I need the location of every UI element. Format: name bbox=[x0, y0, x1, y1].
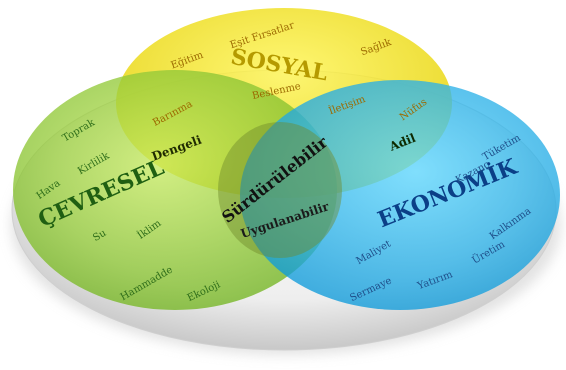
economic-circle bbox=[240, 80, 560, 310]
center-overlap bbox=[218, 122, 342, 258]
environmental-circle bbox=[13, 70, 337, 310]
